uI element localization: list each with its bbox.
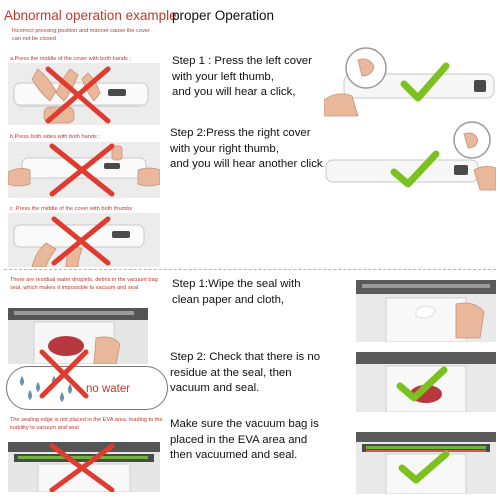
photo-proper-check xyxy=(356,352,496,412)
photo-abnormal-eva xyxy=(8,442,160,492)
step-top-1-line2: with your left thumb, xyxy=(172,70,274,83)
step-top-2-line3: and you will hear another click. xyxy=(170,158,326,170)
hand-icon xyxy=(324,93,359,117)
photo-abnormal-sides xyxy=(8,142,160,198)
note-c: c .Press the middle of the cover with bo… xyxy=(10,206,133,212)
step-bottom-2-line1: Step 2: Check that there is no xyxy=(170,351,321,363)
cross-mark-icon xyxy=(49,143,115,197)
note-eva: The sealing edge is not placed in the EV… xyxy=(10,417,163,431)
step-bottom-3: Make sure the vacuum bag is placed in th… xyxy=(170,417,319,464)
step-top-2: Step 2:Press the right cover with your r… xyxy=(170,126,326,173)
step-top-2-line2: with your right thumb, xyxy=(170,142,279,155)
photo-abnormal-middle xyxy=(8,63,160,125)
proper-title: proper Operation xyxy=(172,8,275,23)
vacuum-sealer-icon xyxy=(13,224,145,248)
cross-mark-icon xyxy=(45,66,111,124)
abnormal-title: Abnormal operation example xyxy=(4,8,177,23)
photo-proper-left-thumb xyxy=(324,40,496,118)
photo-proper-eva xyxy=(356,432,496,494)
check-mark-icon xyxy=(398,450,450,484)
no-water-label: no water xyxy=(86,383,131,395)
hand-icon xyxy=(93,336,121,364)
step-top-1: Step 1 : Press the left cover with your … xyxy=(172,54,312,101)
photo-abnormal-residue xyxy=(8,308,148,364)
note-residue: There are residual water droplets, debri… xyxy=(10,277,158,291)
step-bottom-1-line2: clean paper and cloth, xyxy=(172,293,285,306)
step-bottom-2-line2: residue at the seal, then xyxy=(170,366,292,379)
cross-mark-icon xyxy=(39,349,89,399)
hand-icon xyxy=(8,145,160,187)
note-b: b.Press both sides with both hands ; xyxy=(10,134,100,140)
step-bottom-3-line2: placed in the EVA area and xyxy=(170,433,308,446)
step-bottom-3-line1: Make sure the vacuum bag is xyxy=(170,418,319,430)
photo-abnormal-thumbs xyxy=(8,213,160,267)
hand-icon xyxy=(455,302,485,339)
photo-proper-right-thumb xyxy=(324,120,496,196)
step-bottom-1-line1: Step 1:Wipe the seal with xyxy=(172,278,301,290)
step-top-2-line1: Step 2:Press the right cover xyxy=(170,127,311,139)
note-intro: Incorrect pressing position and manner c… xyxy=(12,28,150,42)
photo-proper-wipe xyxy=(356,280,496,342)
step-bottom-2: Step 2: Check that there is no residue a… xyxy=(170,350,320,397)
cross-mark-icon xyxy=(49,443,115,492)
check-mark-icon xyxy=(390,150,440,188)
step-bottom-2-line3: vacuum and seal. xyxy=(170,382,260,394)
no-water-panel xyxy=(6,366,168,410)
cross-mark-icon xyxy=(51,216,111,266)
hand-icon xyxy=(473,166,496,191)
step-top-1-line3: and you will hear a click, xyxy=(172,86,296,98)
section-divider xyxy=(4,269,496,270)
note-a: a.Press the middle of the cover with bot… xyxy=(10,56,131,62)
check-mark-icon xyxy=(396,366,448,402)
step-top-1-line1: Step 1 : Press the left cover xyxy=(172,55,312,67)
step-bottom-3-line3: then vacuumed and seal. xyxy=(170,449,298,461)
step-bottom-1: Step 1:Wipe the seal with clean paper an… xyxy=(172,277,301,308)
check-mark-icon xyxy=(400,62,450,102)
